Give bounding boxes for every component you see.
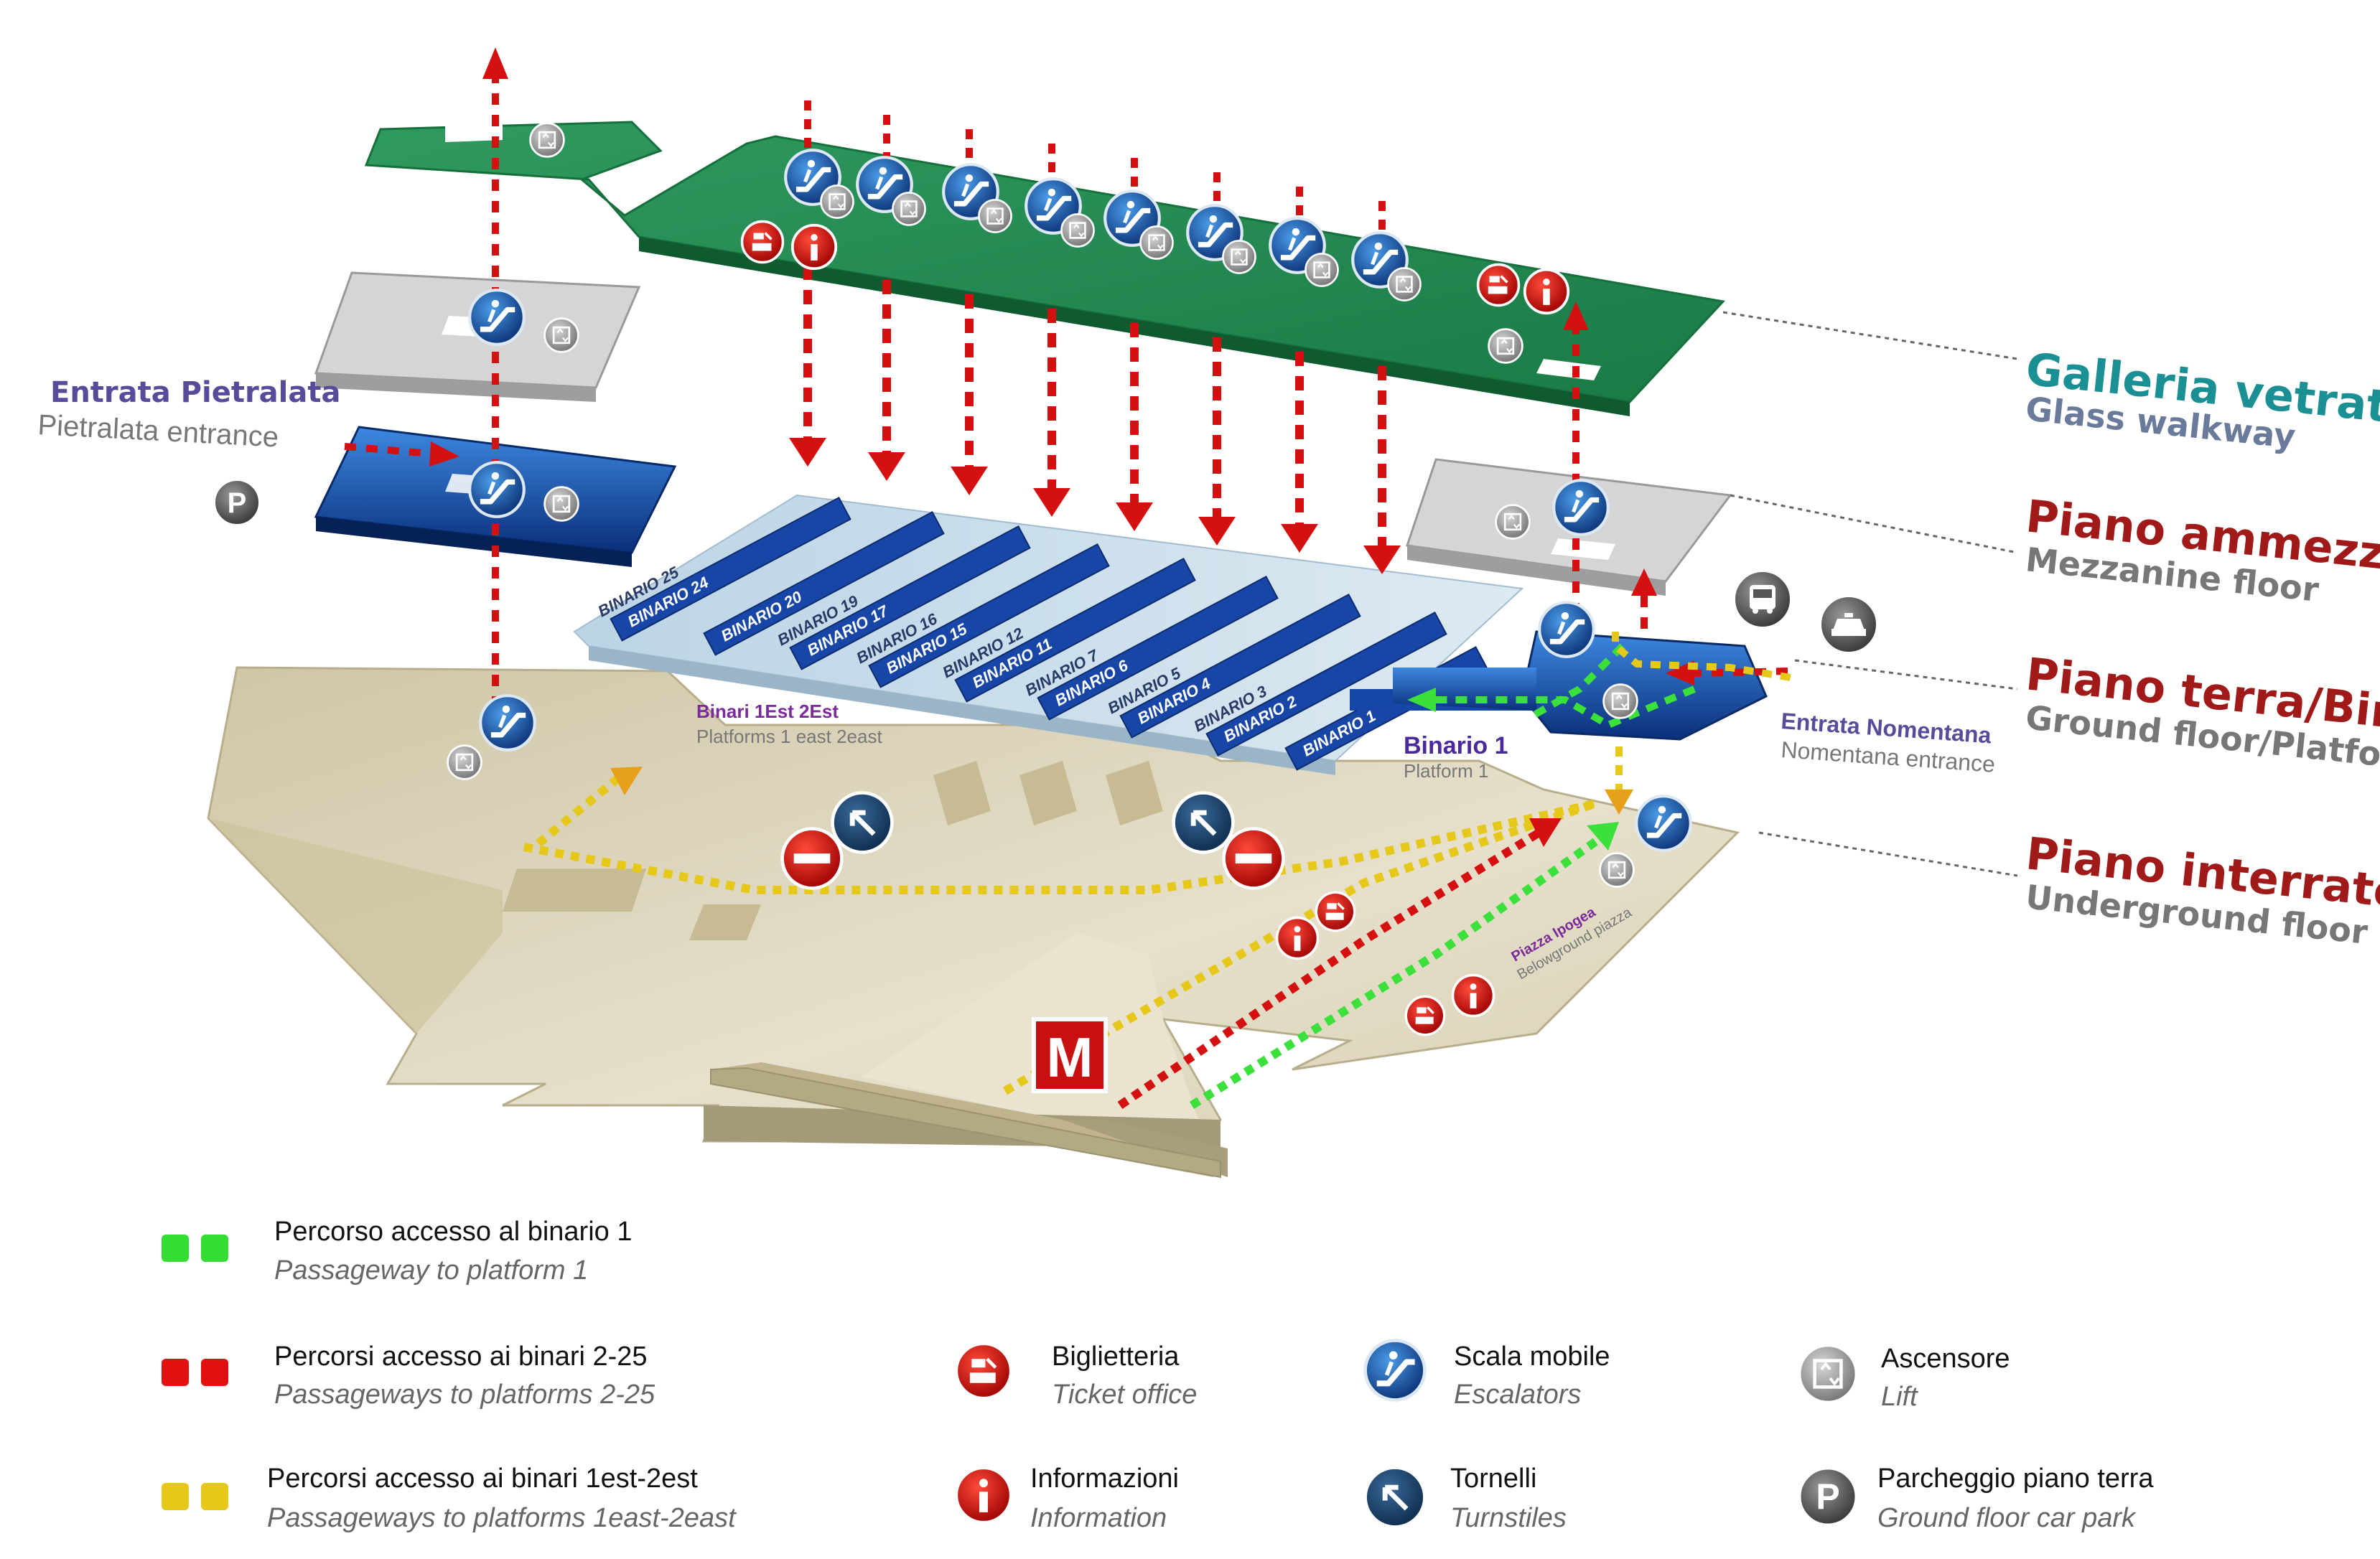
ticket-office-icon xyxy=(1476,263,1521,307)
escalator-icon xyxy=(480,696,535,750)
lift-icon xyxy=(1222,240,1256,274)
ticket-office-icon xyxy=(956,1344,1011,1398)
svg-text:Tornelli: Tornelli xyxy=(1450,1464,1536,1494)
lift-icon xyxy=(1799,1345,1857,1403)
legend-ticket-office: Biglietteria Ticket office xyxy=(956,1342,1197,1410)
red-route-arrow xyxy=(1116,502,1153,531)
svg-text:Percorso accesso al binario 1: Percorso accesso al binario 1 xyxy=(274,1217,632,1247)
svg-text:Turnstiles: Turnstiles xyxy=(1450,1503,1567,1533)
escalator-icon xyxy=(1366,1341,1425,1400)
legend-red-route: Percorsi accesso ai binari 2-25 Passagew… xyxy=(162,1342,655,1410)
bus-icon xyxy=(1732,569,1793,629)
pietralata-entrance-sublabel: Pietralata entrance xyxy=(37,409,280,454)
lift-icon xyxy=(447,744,482,780)
legend-escalator: Scala mobile Escalators xyxy=(1366,1341,1610,1410)
lift-icon xyxy=(543,317,579,353)
escalator-icon xyxy=(1636,796,1691,851)
turnstile-icon xyxy=(1174,793,1233,853)
red-route-arrow xyxy=(1198,517,1236,546)
lift-icon xyxy=(1139,225,1174,260)
lift-icon xyxy=(543,486,579,522)
legend-green-route: Percorso accesso al binario 1 Passageway… xyxy=(162,1217,632,1286)
legend-information: Informazioni Information xyxy=(956,1464,1179,1533)
ticket-office-icon xyxy=(1315,891,1356,932)
map-icons: P xyxy=(213,122,1879,1093)
information-icon xyxy=(1523,268,1570,315)
svg-text:Percorsi accesso ai binari 1es: Percorsi accesso ai binari 1est-2est xyxy=(267,1464,698,1494)
platform-1-sublabel: Platform 1 xyxy=(1404,760,1489,782)
svg-text:Escalators: Escalators xyxy=(1454,1380,1581,1410)
svg-text:Biglietteria: Biglietteria xyxy=(1052,1342,1180,1372)
red-route-arrow xyxy=(1363,546,1401,574)
platform-1-label: Binario 1 xyxy=(1404,732,1508,759)
legend-parking: P Parcheggio piano terra Ground floor ca… xyxy=(1797,1464,2154,1533)
information-icon xyxy=(1451,973,1495,1018)
lift-icon xyxy=(529,122,565,158)
svg-text:Ascensore: Ascensore xyxy=(1881,1344,2010,1374)
lift-icon xyxy=(1387,267,1422,301)
svg-text:Ground floor car park: Ground floor car park xyxy=(1877,1503,2137,1533)
svg-text:Scala mobile: Scala mobile xyxy=(1454,1342,1610,1372)
svg-text:P: P xyxy=(228,487,247,519)
svg-text:Percorsi accesso ai binari 2-2: Percorsi accesso ai binari 2-25 xyxy=(274,1342,648,1372)
lift-icon xyxy=(978,199,1012,233)
svg-text:M: M xyxy=(1047,1026,1093,1089)
escalator-icon xyxy=(470,290,524,345)
turnstile-icon xyxy=(1366,1468,1425,1527)
lift-icon xyxy=(820,184,854,219)
taxi-icon xyxy=(1819,594,1879,655)
svg-text:Passageways to platforms 1east: Passageways to platforms 1east-2east xyxy=(267,1503,737,1533)
svg-text:Passageway to platform 1: Passageway to platform 1 xyxy=(274,1255,588,1286)
red-route-arrow xyxy=(1033,488,1070,517)
svg-text:Passageways to platforms 2-25: Passageways to platforms 2-25 xyxy=(274,1380,655,1410)
information-icon xyxy=(790,223,838,271)
svg-text:Information: Information xyxy=(1030,1503,1167,1533)
escalator-icon xyxy=(470,462,524,517)
svg-text:Parcheggio piano terra: Parcheggio piano terra xyxy=(1877,1464,2154,1494)
information-icon xyxy=(1275,916,1320,960)
lift-icon xyxy=(1060,213,1095,248)
platforms-east-label: Binari 1Est 2Est xyxy=(696,701,839,722)
lift-icon xyxy=(892,192,926,226)
parking-icon: P xyxy=(1797,1466,1859,1527)
svg-text:Informazioni: Informazioni xyxy=(1030,1464,1179,1494)
red-route-arrow xyxy=(1281,524,1318,553)
svg-text:Lift: Lift xyxy=(1881,1382,1918,1412)
turnstile-icon xyxy=(833,793,892,853)
svg-text:P: P xyxy=(1816,1476,1839,1517)
no-entry-icon xyxy=(1224,829,1284,889)
information-icon xyxy=(956,1468,1011,1522)
legend-lift: Ascensore Lift xyxy=(1799,1344,2010,1412)
escalator-icon xyxy=(1539,602,1594,657)
legend-yellow-route: Percorsi accesso ai binari 1est-2est Pas… xyxy=(162,1464,737,1533)
ticket-office-icon xyxy=(740,220,785,264)
platforms-east-sublabel: Platforms 1 east 2east xyxy=(696,726,882,747)
pietralata-entrance-label: Entrata Pietralata xyxy=(50,376,341,409)
red-route-arrow xyxy=(789,438,826,467)
legend-turnstile: Tornelli Turnstiles xyxy=(1366,1464,1567,1533)
metro-icon: M xyxy=(1032,1017,1108,1093)
lift-icon xyxy=(1488,328,1523,364)
lift-icon xyxy=(1495,504,1531,540)
escalator-icon xyxy=(1554,480,1608,535)
ticket-office-icon xyxy=(1404,995,1446,1036)
legend: Percorso accesso al binario 1 Passageway… xyxy=(162,1217,2154,1533)
lift-icon xyxy=(1305,253,1339,287)
red-route-arrow xyxy=(868,452,905,481)
no-entry-icon xyxy=(783,829,842,889)
lift-icon xyxy=(1599,852,1635,888)
parking-icon: P xyxy=(213,478,261,527)
red-route-arrow xyxy=(951,467,988,495)
svg-text:Ticket office: Ticket office xyxy=(1052,1380,1197,1410)
underground-floor xyxy=(207,666,1740,1177)
lift-icon xyxy=(1602,683,1638,719)
